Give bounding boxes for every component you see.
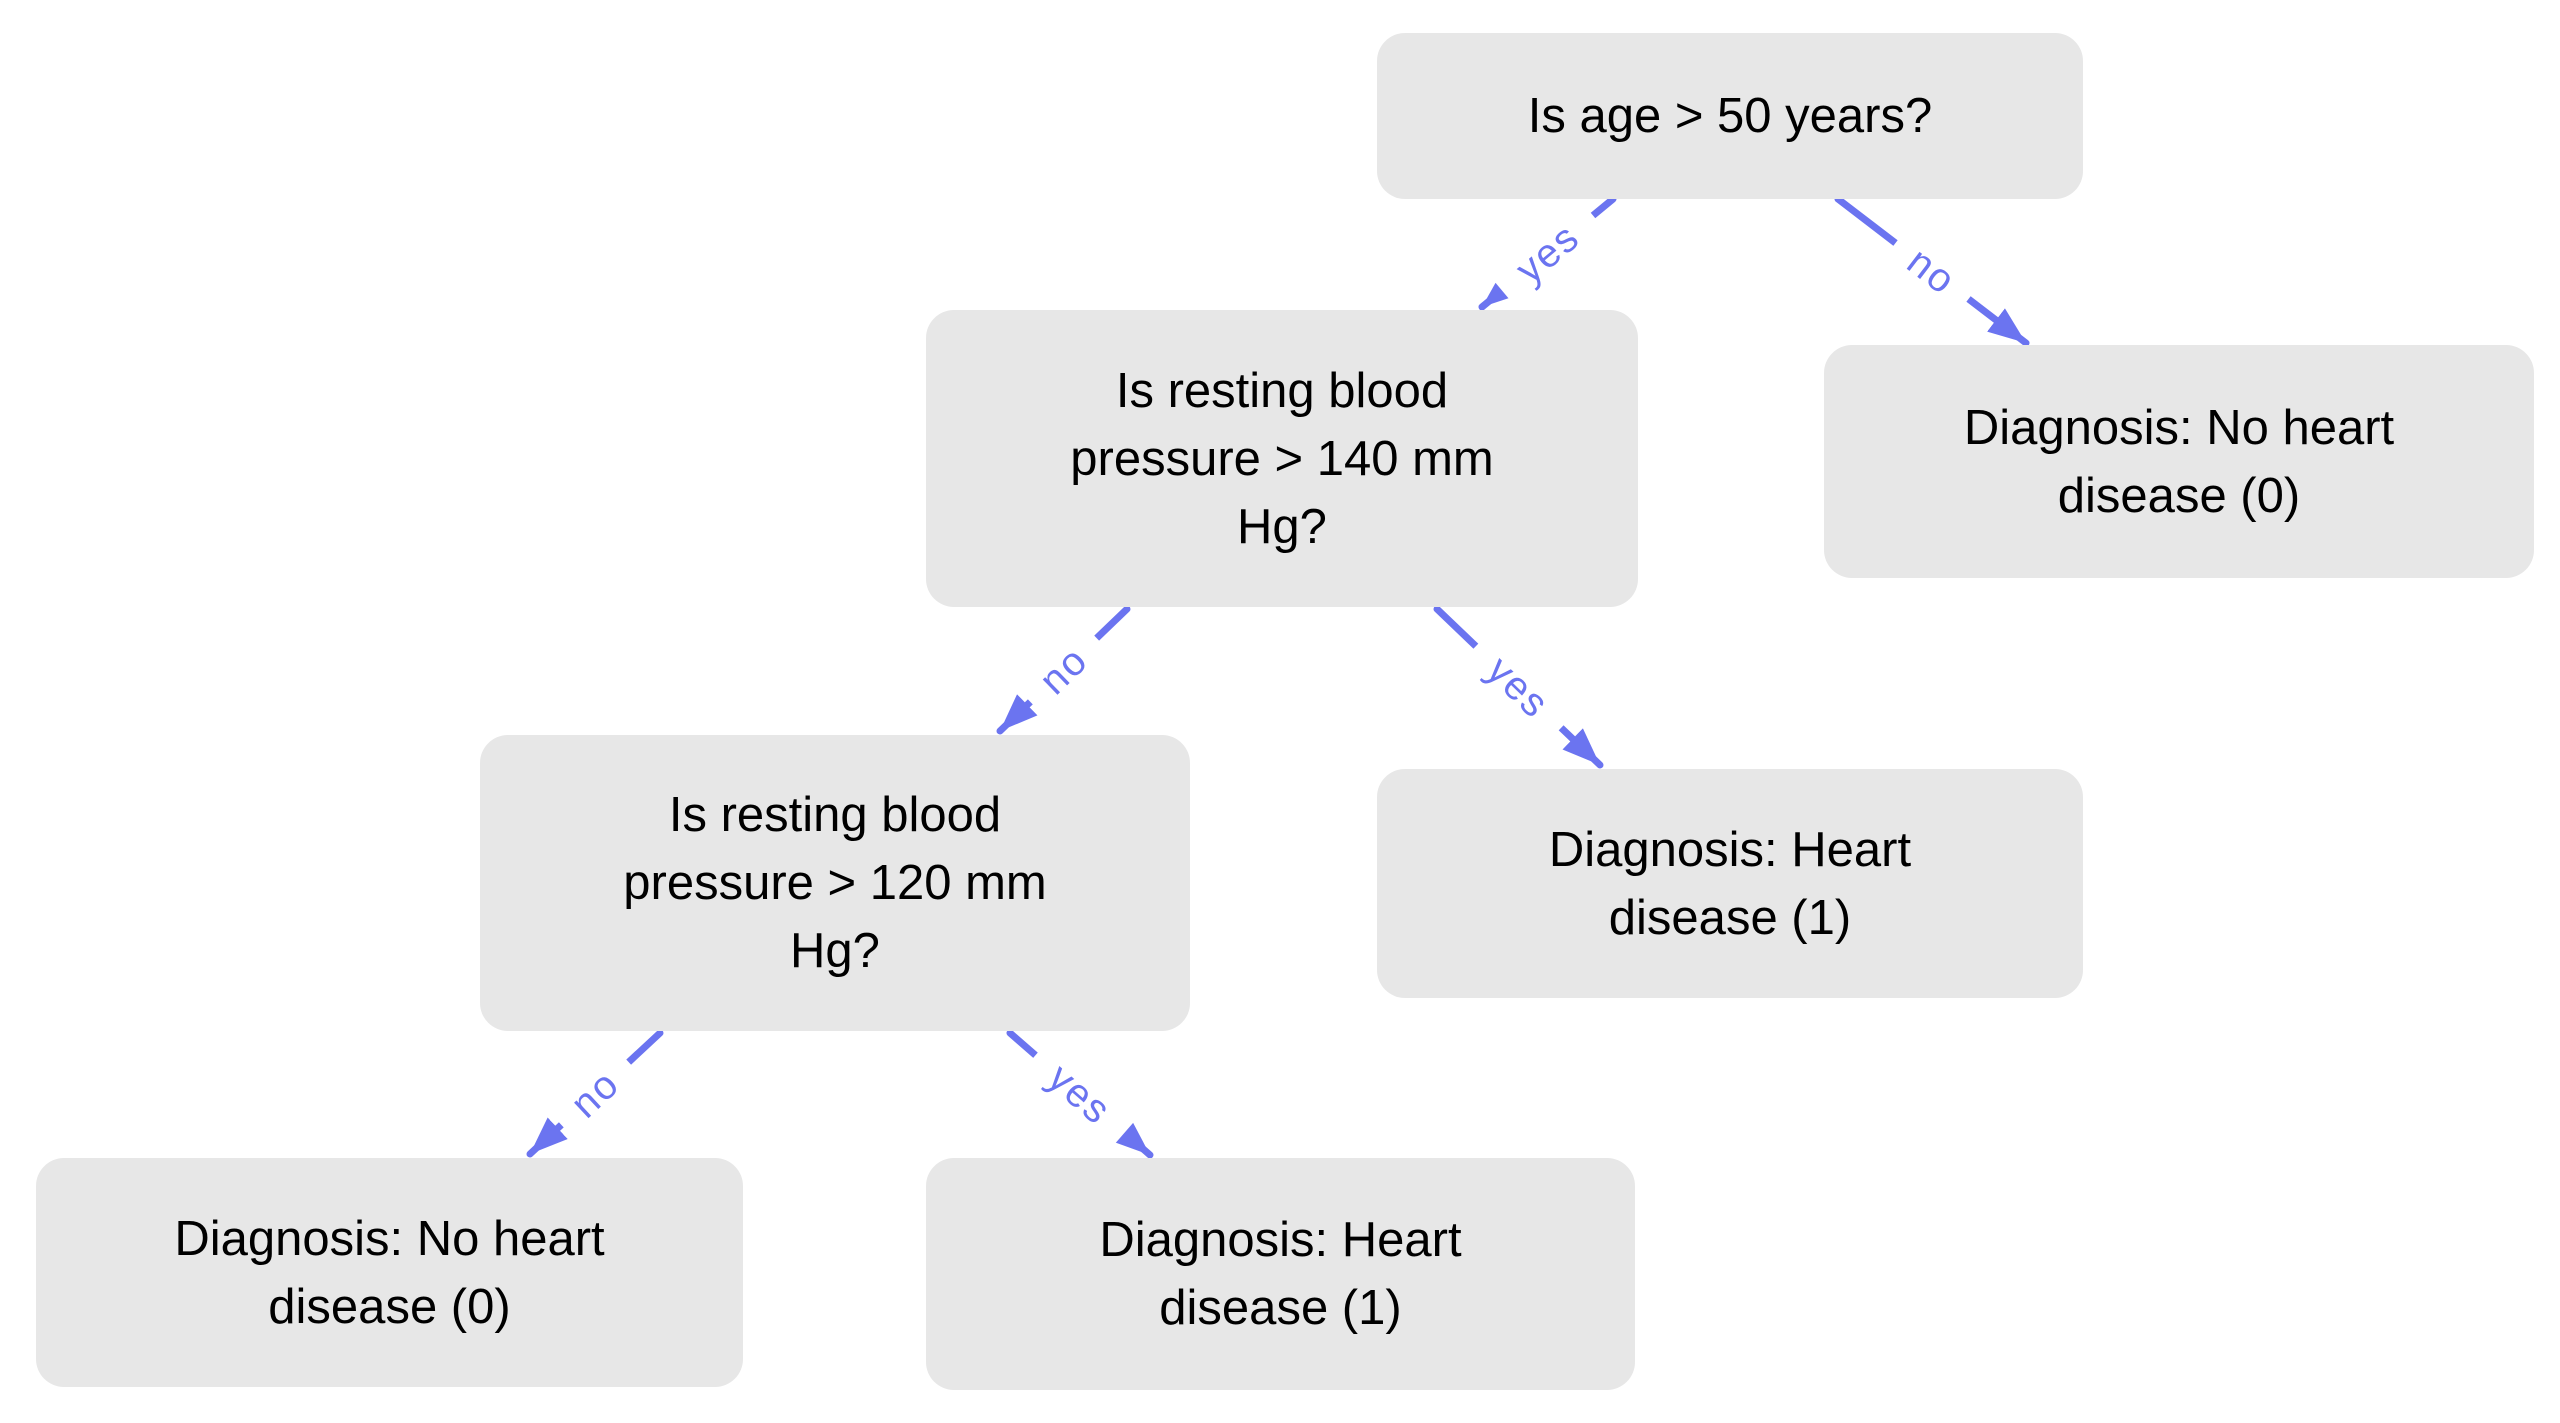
edge-bp120-to-hd-bottom: yes xyxy=(1006,1029,1154,1159)
edge-bp140-to-bp120: no xyxy=(996,605,1131,735)
node-diagnosis-no-heart-disease-bottom: Diagnosis: No heart disease (0) xyxy=(36,1158,743,1387)
node-label: Diagnosis: No heart disease (0) xyxy=(1963,400,2395,523)
node-label: Diagnosis: Heart disease (1) xyxy=(1548,822,1912,945)
node-diagnosis-heart-disease-bottom: Diagnosis: Heart disease (1) xyxy=(926,1158,1635,1390)
node-diagnosis-heart-disease-mid: Diagnosis: Heart disease (1) xyxy=(1377,769,2083,998)
node-label: Diagnosis: Heart disease (1) xyxy=(1099,1213,1462,1335)
edge-root-to-bp140: yes xyxy=(1478,195,1617,311)
node-diagnosis-no-heart-disease-right: Diagnosis: No heart disease (0) xyxy=(1824,345,2534,578)
edge-label-backdrop xyxy=(1020,1037,1140,1151)
edge-bp140-to-hd-mid: yes xyxy=(1433,605,1604,769)
node-label: Is resting blood pressure > 120 mm Hg? xyxy=(623,788,1047,978)
edge-label-backdrop xyxy=(1487,197,1608,309)
node-label: Diagnosis: No heart disease (0) xyxy=(174,1211,605,1334)
node-label: Is age > 50 years? xyxy=(1527,89,1933,143)
node-label: Is resting blood pressure > 140 mm Hg? xyxy=(1070,363,1494,554)
node-bp-140-question: Is resting blood pressure > 140 mm Hg? xyxy=(926,310,1638,607)
node-bp-120-question: Is resting blood pressure > 120 mm Hg? xyxy=(480,735,1190,1031)
node-age-question: Is age > 50 years? xyxy=(1377,33,2083,199)
edge-label-backdrop xyxy=(1460,629,1577,745)
edge-root-to-no-hd-top: no xyxy=(1834,195,2030,347)
edge-label-backdrop xyxy=(545,1045,645,1142)
edge-bp120-to-no-hd-bottom: no xyxy=(526,1029,664,1158)
edge-label-backdrop xyxy=(1881,224,1983,318)
edge-label-backdrop xyxy=(1014,621,1113,719)
